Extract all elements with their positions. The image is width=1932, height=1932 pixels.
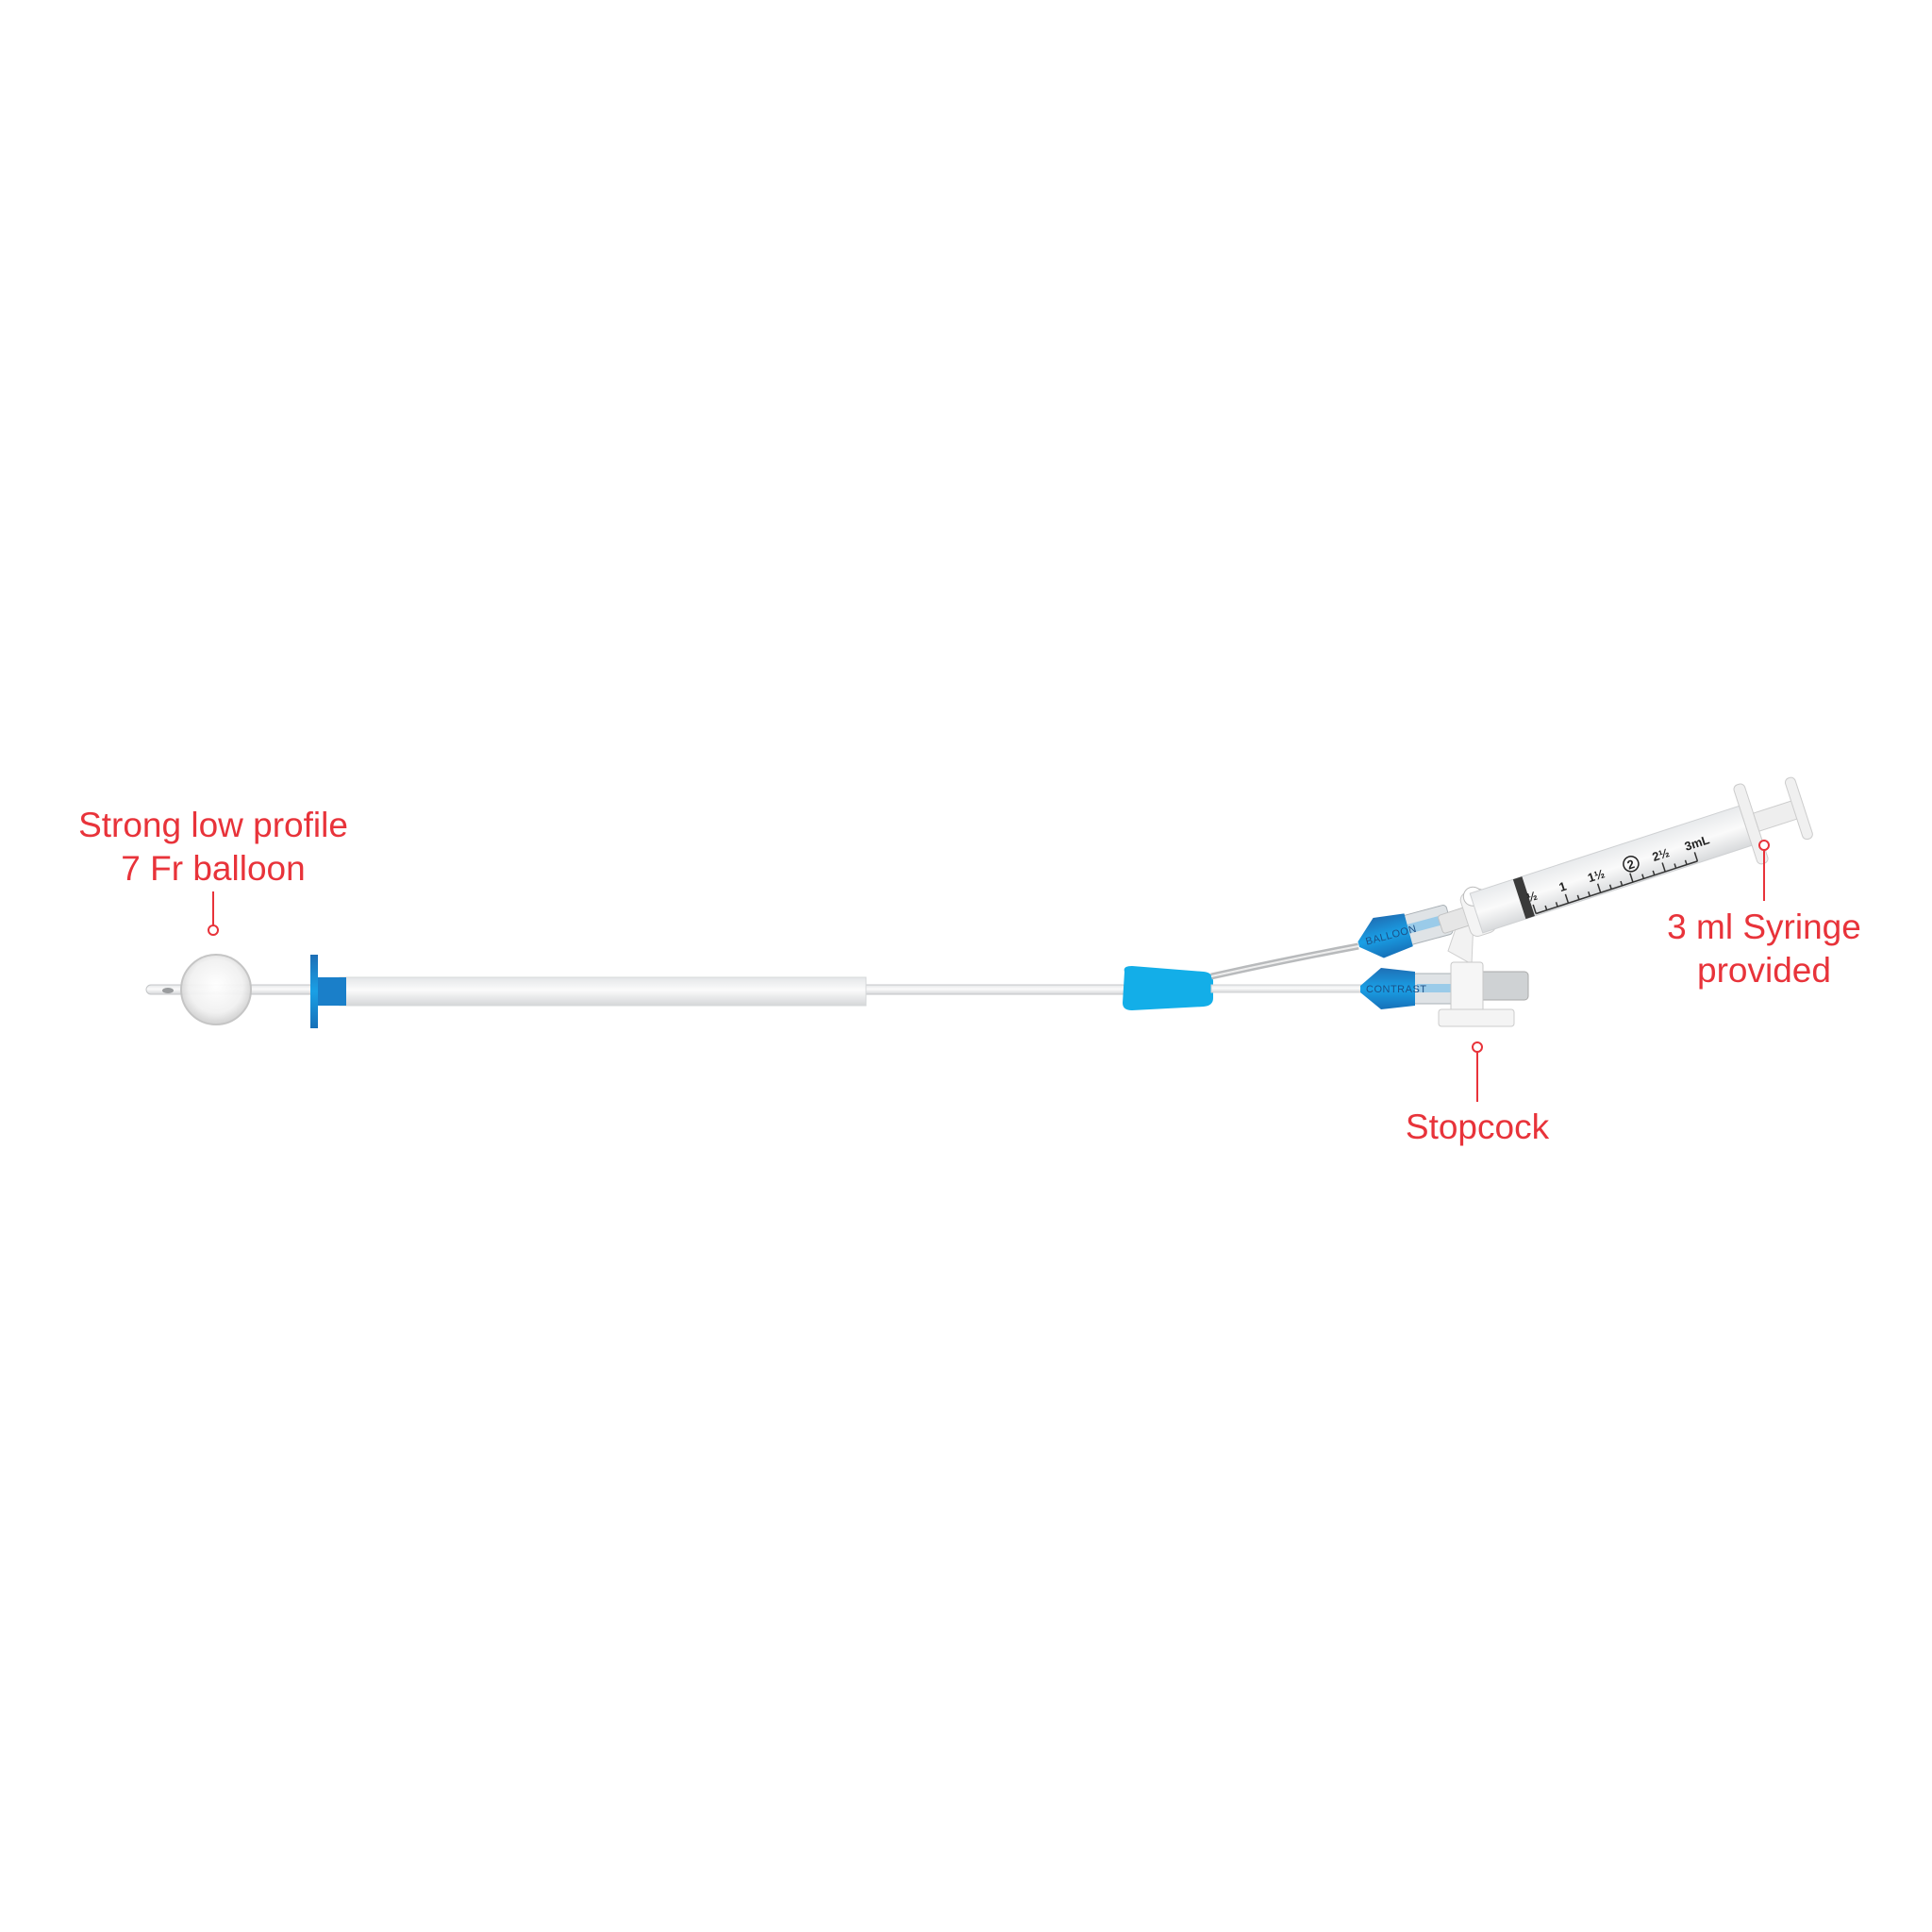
syringe: ½ 1 1½ 2 2½ 3mL — [1438, 776, 1813, 937]
callout-balloon-line2: 7 Fr balloon — [121, 849, 305, 888]
svg-text:2½: 2½ — [1651, 845, 1672, 864]
svg-text:½: ½ — [1524, 889, 1539, 906]
syringe-graduations: ½ 1 1½ 2 2½ 3mL — [1524, 832, 1711, 915]
bifurcation-hub — [1123, 966, 1213, 1010]
callout-stopcock: Stopcock — [1406, 1041, 1550, 1146]
callout-stopcock-label: Stopcock — [1406, 1108, 1550, 1146]
svg-text:1: 1 — [1557, 879, 1569, 895]
balloon-connector: BALLOON — [1357, 905, 1454, 958]
contrast-connector-label: CONTRAST — [1366, 984, 1427, 995]
stopcock-handle — [1438, 1008, 1515, 1027]
sheath-collar — [318, 977, 346, 1006]
callout-balloon-line1: Strong low profile — [78, 806, 348, 844]
contrast-extension-tube — [1210, 984, 1363, 993]
callout-syringe-line2: provided — [1697, 951, 1831, 990]
sheath-stop — [310, 955, 318, 1028]
balloon — [180, 954, 252, 1025]
contrast-connector: CONTRAST — [1360, 968, 1460, 1009]
svg-text:1½: 1½ — [1586, 866, 1607, 885]
callout-syringe: 3 ml Syringe provided — [1667, 840, 1861, 990]
svg-text:2: 2 — [1625, 857, 1637, 873]
callout-balloon: Strong low profile 7 Fr balloon — [78, 806, 348, 936]
thumb-press — [1784, 776, 1813, 841]
callout-syringe-line1: 3 ml Syringe — [1667, 908, 1861, 946]
plunger-seal — [1512, 876, 1535, 920]
introducer-sheath — [310, 955, 867, 1028]
tip-port — [162, 988, 174, 993]
